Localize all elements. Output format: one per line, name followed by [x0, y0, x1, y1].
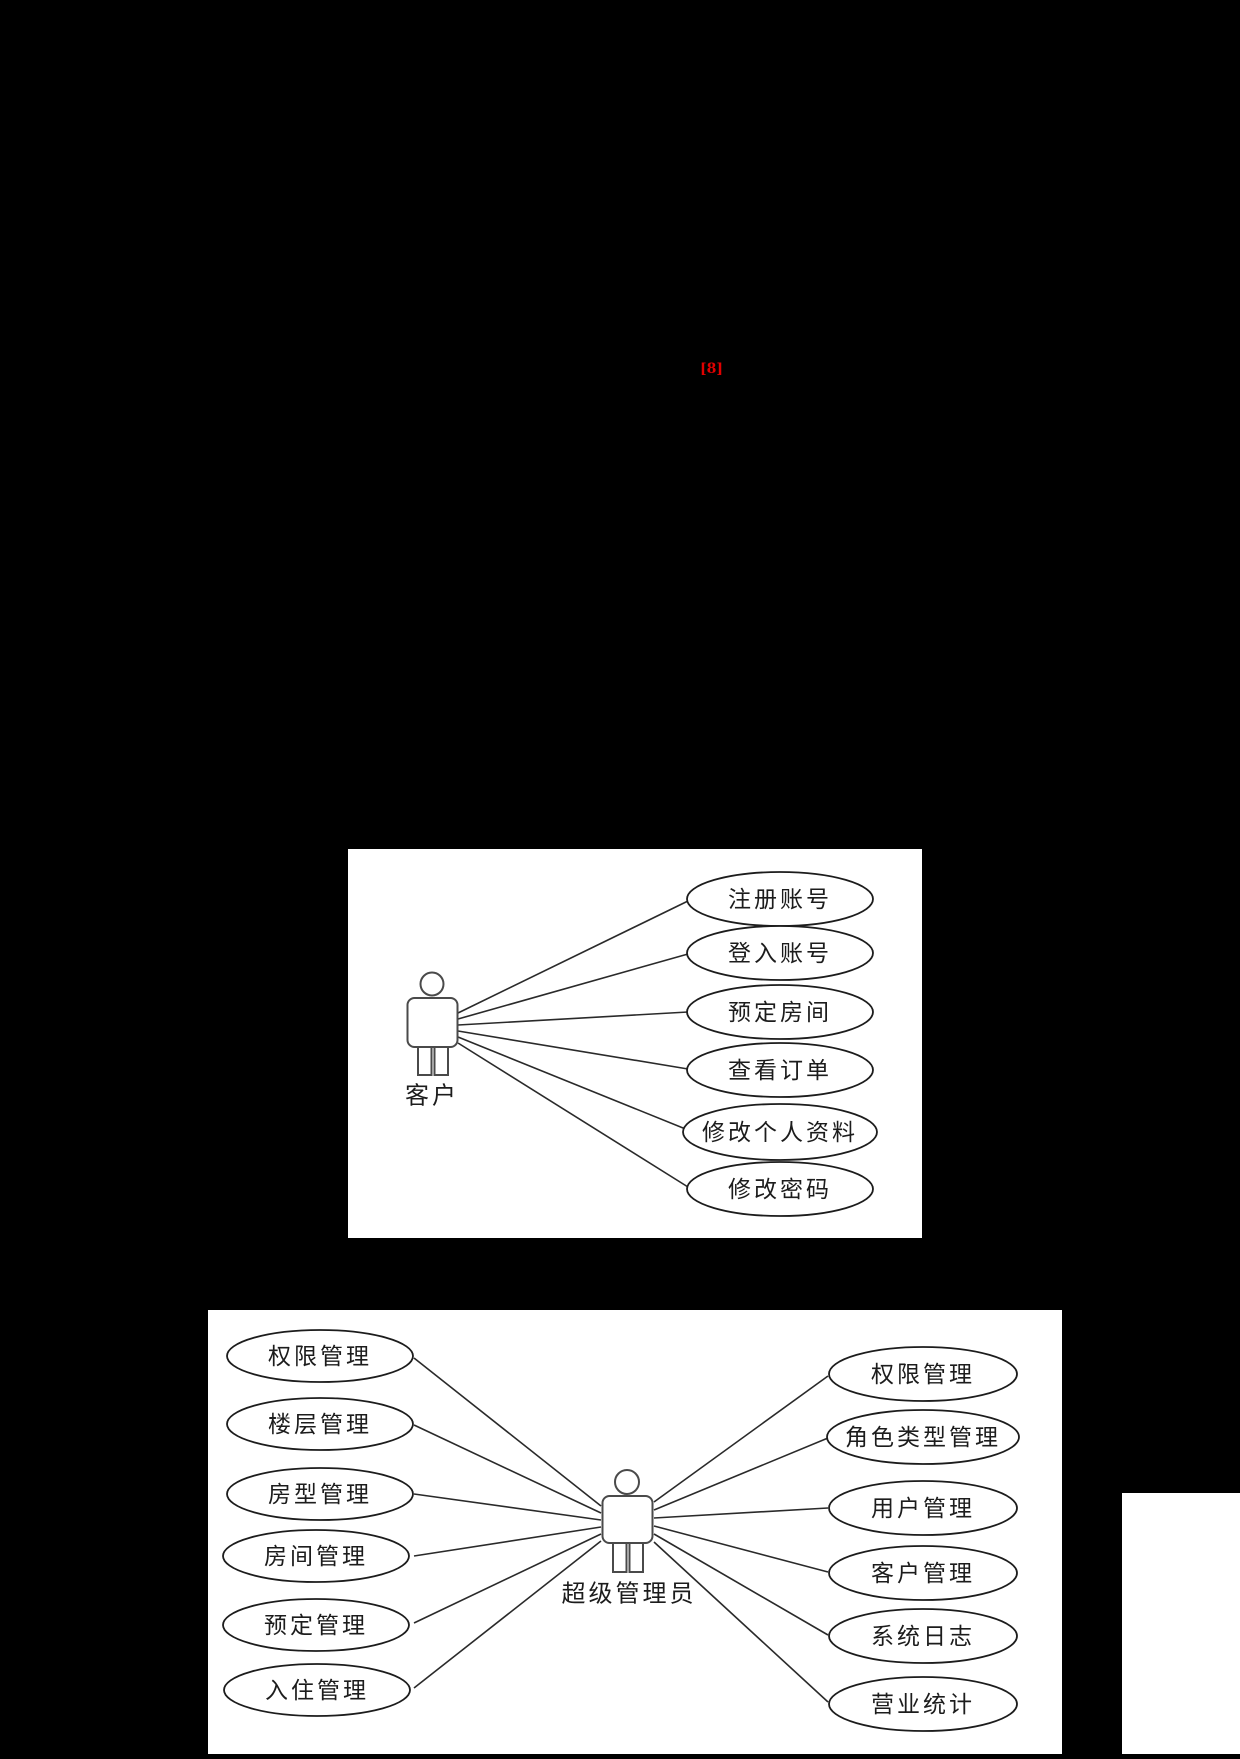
- use-case-permission-mgmt-right: 权限管理: [828, 1346, 1018, 1402]
- use-case-label: 修改个人资料: [702, 1119, 858, 1145]
- use-case-edit-profile: 修改个人资料: [682, 1103, 878, 1161]
- use-case-floor-mgmt: 楼层管理: [226, 1397, 414, 1451]
- association-line: [413, 1540, 602, 1689]
- use-case-user-mgmt: 用户管理: [828, 1480, 1018, 1536]
- association-line: [457, 1030, 689, 1070]
- association-line: [653, 1507, 829, 1519]
- use-case-label: 楼层管理: [268, 1411, 372, 1437]
- admin-diagram-canvas: 超级管理员 权限管理 楼层管理 房型管理 房间管理 预定管理 入住管理: [222, 1329, 1020, 1732]
- use-case-view-orders: 查看订单: [686, 1042, 874, 1098]
- use-case-label: 房型管理: [268, 1481, 372, 1507]
- use-case-change-password: 修改密码: [686, 1161, 874, 1217]
- association-line: [653, 1525, 829, 1573]
- customer-actor-label: 客户: [405, 1083, 459, 1110]
- association-line: [653, 1541, 829, 1703]
- use-case-label: 登入账号: [728, 940, 832, 966]
- admin-actor-icon: [601, 1469, 654, 1573]
- association-line: [457, 953, 689, 1020]
- use-case-login-account: 登入账号: [686, 925, 874, 981]
- adjacent-page-edge: [1122, 1493, 1240, 1754]
- use-case-system-log: 系统日志: [828, 1608, 1018, 1664]
- association-line: [457, 1036, 689, 1131]
- use-case-business-stats: 营业统计: [828, 1676, 1018, 1732]
- use-case-booking-mgmt: 预定管理: [222, 1598, 410, 1652]
- association-line: [457, 1011, 689, 1026]
- admin-use-case-diagram: 超级管理员 权限管理 楼层管理 房型管理 房间管理 预定管理 入住管理: [208, 1310, 1062, 1754]
- use-case-room-mgmt: 房间管理: [222, 1529, 410, 1583]
- association-line: [413, 1357, 602, 1507]
- use-case-label: 角色类型管理: [845, 1424, 1001, 1450]
- association-line: [457, 900, 689, 1014]
- use-case-customer-mgmt: 客户管理: [828, 1545, 1018, 1601]
- use-case-book-room: 预定房间: [686, 984, 874, 1040]
- use-case-label: 客户管理: [871, 1560, 975, 1586]
- use-case-checkin-mgmt: 入住管理: [223, 1663, 411, 1717]
- use-case-label: 系统日志: [871, 1623, 975, 1649]
- admin-actor-label: 超级管理员: [562, 1581, 697, 1608]
- customer-actor-icon: [406, 971, 459, 1076]
- use-case-label: 注册账号: [728, 886, 832, 912]
- association-line: [413, 1424, 602, 1514]
- use-case-label: 营业统计: [871, 1691, 975, 1717]
- use-case-label: 房间管理: [264, 1543, 368, 1569]
- use-case-label: 预定管理: [264, 1612, 368, 1638]
- association-line: [413, 1493, 602, 1521]
- association-line: [653, 1437, 829, 1511]
- use-case-register-account: 注册账号: [686, 871, 874, 927]
- association-line: [413, 1526, 602, 1557]
- use-case-label: 用户管理: [871, 1495, 975, 1521]
- association-line: [457, 1042, 689, 1188]
- use-case-label: 权限管理: [871, 1361, 975, 1387]
- customer-diagram-canvas: 客户 注册账号 登入账号 预定房间 查看订单 修改个人资料 修改密码: [405, 871, 878, 1217]
- association-line: [653, 1375, 829, 1503]
- use-case-label: 查看订单: [728, 1057, 832, 1083]
- use-case-label: 权限管理: [268, 1343, 372, 1369]
- use-case-label: 入住管理: [265, 1677, 369, 1703]
- customer-use-case-diagram: 客户 注册账号 登入账号 预定房间 查看订单 修改个人资料 修改密码: [348, 849, 922, 1238]
- association-line: [413, 1533, 602, 1624]
- use-case-room-type-mgmt: 房型管理: [226, 1467, 414, 1521]
- use-case-label: 修改密码: [728, 1176, 832, 1202]
- association-line: [653, 1533, 829, 1636]
- citation-ref: [8]: [700, 361, 723, 377]
- use-case-label: 预定房间: [728, 999, 832, 1025]
- use-case-permission-mgmt-left: 权限管理: [226, 1329, 414, 1383]
- use-case-role-type-mgmt: 角色类型管理: [826, 1409, 1020, 1465]
